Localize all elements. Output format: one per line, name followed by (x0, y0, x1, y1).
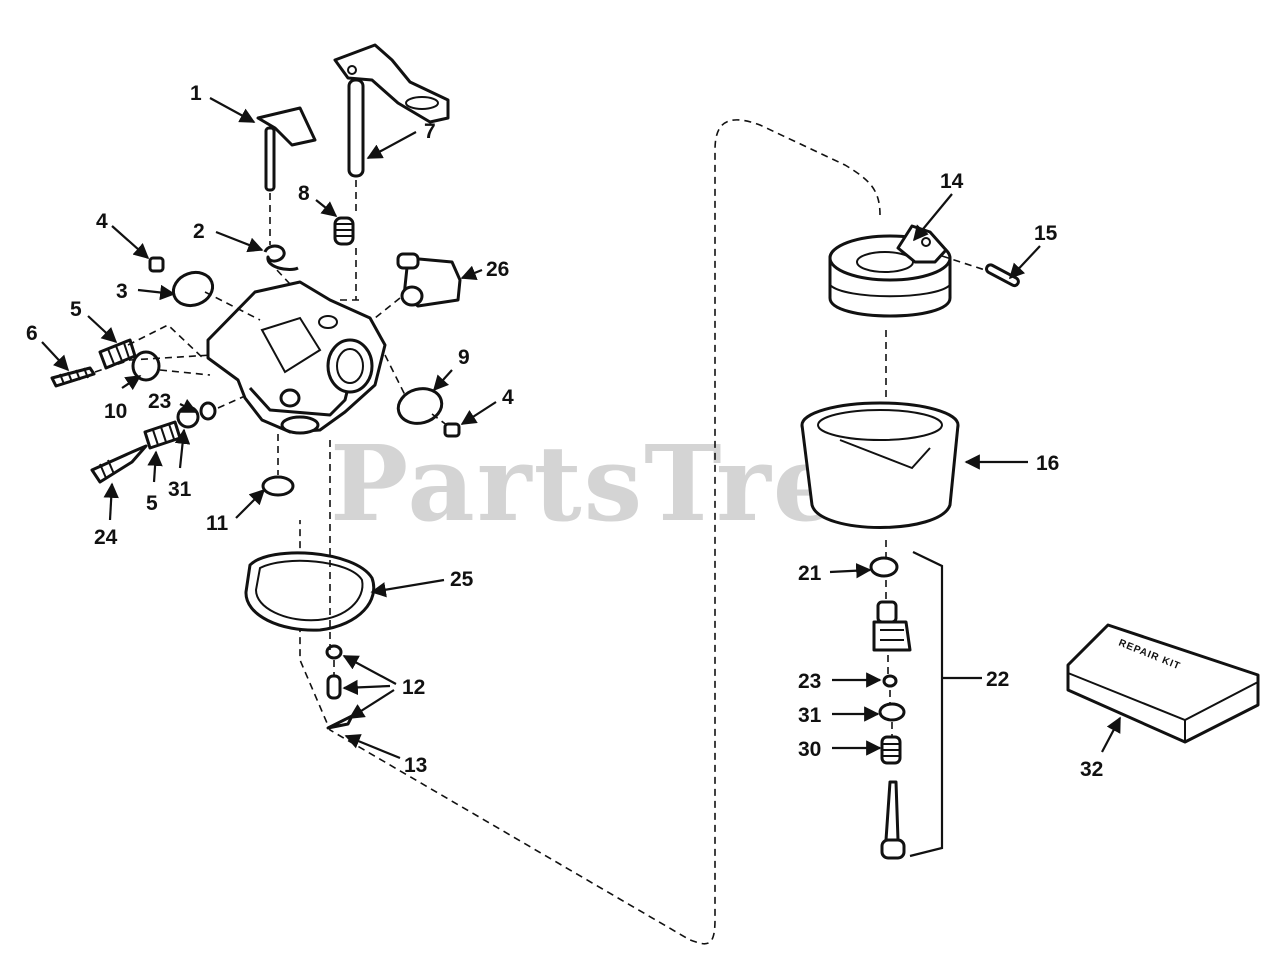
part-23-washer-right (882, 674, 898, 688)
callout-1: 1 (190, 82, 202, 105)
part-15-float-pin (985, 263, 1020, 288)
callout-26: 26 (486, 258, 509, 281)
part-5-spring-lower (143, 420, 182, 450)
callout-22: 22 (986, 668, 1009, 691)
part-1-choke-shaft (256, 106, 317, 192)
callout-4-lower: 4 (502, 386, 514, 409)
callout-5-upper: 5 (70, 298, 82, 321)
callout-23-left: 23 (148, 390, 171, 413)
part-2-spring (263, 244, 299, 272)
callout-15: 15 (1034, 222, 1058, 245)
part-32-repair-kit: REPAIR KIT (1066, 623, 1260, 744)
callout-5-lower: 5 (146, 492, 158, 515)
part-13-clip (326, 714, 354, 730)
part-22-nozzle-assembly (872, 600, 912, 652)
callout-14: 14 (940, 170, 964, 193)
part-6-idle-screw (50, 366, 96, 388)
part-12-item-b (326, 674, 342, 700)
carburetor-body (206, 280, 387, 435)
callout-10: 10 (104, 400, 127, 423)
bracket-22 (909, 551, 944, 858)
leader-arrows (41, 97, 1121, 760)
callout-23-right: 23 (798, 670, 821, 693)
part-26-fuel-inlet-fitting (396, 252, 462, 308)
part-24-main-needle (90, 444, 148, 484)
callout-32: 32 (1080, 758, 1103, 781)
callout-21: 21 (798, 562, 822, 585)
part-9-throttle-plate (396, 387, 444, 425)
part-3-choke-plate (171, 270, 215, 308)
part-31-o-ring-left (176, 405, 200, 429)
right-guide-lines (885, 255, 986, 736)
part-4-screw-lower (443, 422, 461, 438)
callout-16: 16 (1036, 452, 1059, 475)
part-31-o-ring-right (878, 702, 906, 722)
part-12-item-a (325, 644, 343, 660)
part-11-gasket (261, 475, 295, 497)
left-guide-lines (94, 180, 449, 675)
callout-12: 12 (402, 676, 425, 699)
part-30-spring (880, 735, 902, 765)
part-4-screw-upper (148, 256, 165, 273)
callout-6: 6 (26, 322, 38, 345)
callout-3: 3 (116, 280, 128, 303)
part-14-float (828, 224, 952, 318)
callout-11: 11 (206, 512, 229, 535)
part-22-needle (880, 780, 906, 860)
part-21-washer (869, 556, 899, 578)
part-7-throttle-shaft (333, 43, 450, 178)
callout-7: 7 (424, 120, 436, 143)
callout-24: 24 (94, 526, 118, 549)
callout-9: 9 (458, 346, 470, 369)
callout-31-left: 31 (168, 478, 192, 501)
part-25-bowl-gasket (244, 551, 376, 632)
callout-2: 2 (193, 220, 205, 243)
part-16-float-bowl (800, 401, 960, 529)
part-10-o-ring (131, 350, 161, 382)
part-8-spring (333, 216, 355, 246)
assembly-dashed-boundary (299, 119, 881, 945)
callout-8: 8 (298, 182, 310, 205)
callout-30: 30 (798, 738, 821, 761)
callout-labels: 1 2 3 4 5 6 7 8 9 4 10 23 5 31 24 11 25 … (26, 82, 1103, 781)
callout-13: 13 (404, 754, 427, 777)
part-23-washer-left (199, 401, 217, 421)
callout-4-upper: 4 (96, 210, 108, 233)
callout-25: 25 (450, 568, 474, 591)
callout-31-right: 31 (798, 704, 822, 727)
